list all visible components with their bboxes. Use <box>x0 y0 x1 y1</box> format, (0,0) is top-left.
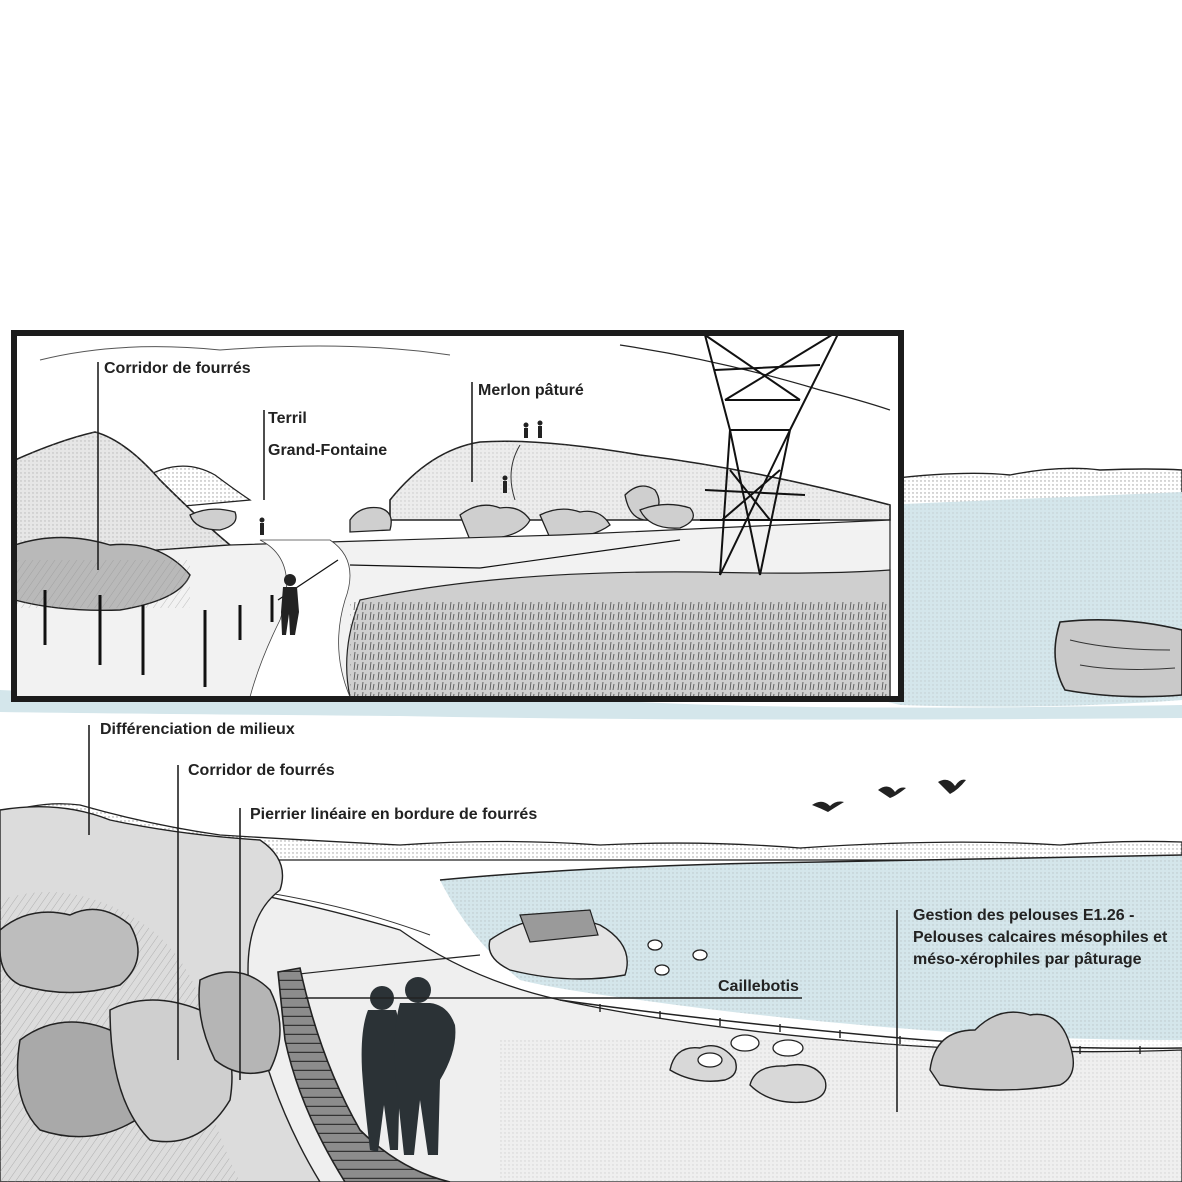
inset-view <box>15 334 900 697</box>
label-gestion-pelouses: Gestion des pelouses E1.26 - Pelouses ca… <box>913 907 1168 968</box>
label-inset-merlon: Merlon pâturé <box>478 382 584 399</box>
inset-fence <box>43 590 274 687</box>
label-corridor: Corridor de fourrés <box>188 762 335 779</box>
label-pierrier: Pierrier linéaire en bordure de fourrés <box>250 806 538 823</box>
label-caillebotis: Caillebotis <box>718 978 799 995</box>
shrubs-left <box>0 908 281 1143</box>
boardwalk <box>277 967 451 1182</box>
leader-lines <box>88 362 898 1112</box>
label-inset-grand-fontaine: Grand-Fontaine <box>268 442 388 459</box>
label-inset-corridor: Corridor de fourrés <box>104 360 251 377</box>
sheep-icon <box>647 939 804 1068</box>
main-scene <box>0 467 1182 1182</box>
boulder <box>1054 618 1182 698</box>
horizon-hills <box>0 803 1182 861</box>
inset-frame <box>11 330 904 702</box>
shrubs-right <box>669 1011 1074 1104</box>
bird-icon <box>812 779 966 812</box>
label-inset-terril: Terril <box>268 410 307 427</box>
person-silhouette-icon <box>259 420 543 635</box>
label-differenciation: Différenciation de milieux <box>100 721 295 738</box>
